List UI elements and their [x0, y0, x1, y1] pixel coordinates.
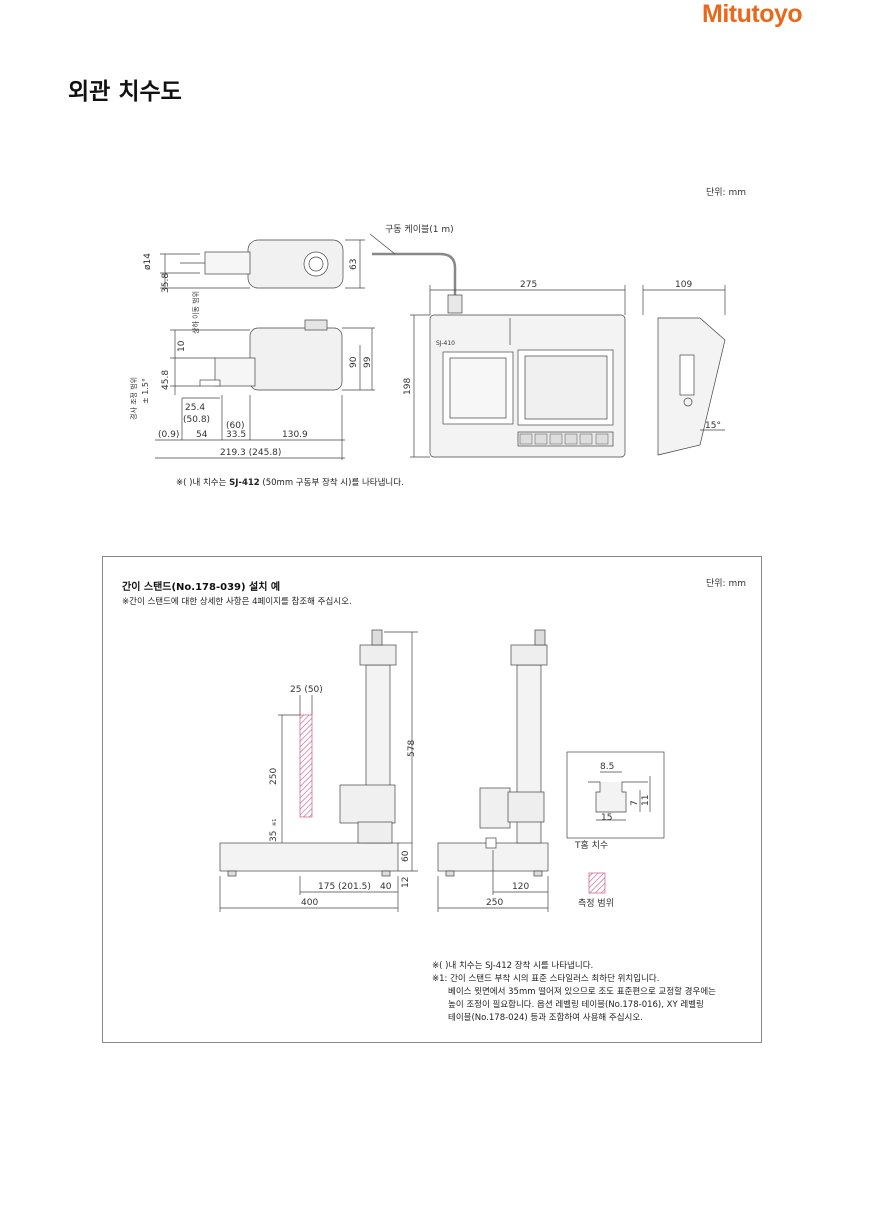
- measure-range-legend-swatch: [588, 872, 606, 894]
- dim-d25_4: 25.4: [185, 403, 205, 413]
- dim-stand-d578: 578: [407, 740, 417, 757]
- tilt-value: ± 1.5°: [141, 378, 150, 404]
- dim-d35_8: 35.8: [161, 273, 171, 293]
- dim-d45_8: 45.8: [161, 370, 171, 390]
- dim-d219_3: 219.3 (245.8): [220, 448, 281, 458]
- tslot-label: T홈 치수: [574, 839, 608, 851]
- stand-base-front: [219, 842, 399, 872]
- dim-d90: 90: [349, 356, 359, 368]
- tilt-range-label: 경사 조정 범위: [129, 377, 138, 420]
- stand-note-5: 테이블(No.178-024) 등과 조합하여 사용해 주십시오.: [448, 1013, 643, 1023]
- dim-stand-d120: 120: [512, 882, 529, 892]
- dim-d54: 54: [196, 430, 208, 440]
- dim-d33_5: 33.5: [226, 430, 246, 440]
- dim-stand-d250: 250: [269, 768, 279, 785]
- dim-d109: 109: [675, 280, 692, 290]
- dim-d0_9: (0.9): [158, 430, 179, 440]
- move-range-label: 상하 이동 범위: [191, 291, 200, 334]
- footnote-top-c: (50mm 구동부 장착 시)를 나타냅니다.: [259, 478, 404, 488]
- dim-stand-d175: 175 (201.5): [318, 882, 371, 892]
- stand-note-4: 높이 조정이 필요합니다. 옵션 레벨링 테이블(No.178-016), XY…: [448, 1000, 704, 1010]
- unit-model-label: SJ-410: [436, 340, 455, 347]
- dim-d130_9: 130.9: [282, 430, 308, 440]
- unit-label-stand: 단위: mm: [706, 579, 746, 589]
- dim-tslot-d8_5: 8.5: [600, 762, 614, 772]
- footnote-top-model: SJ-412: [229, 478, 260, 488]
- dim-stand-star1: ※1: [272, 819, 278, 826]
- stand-note-3: 베이스 윗면에서 35mm 떨어져 있으므로 조도 표준편으로 교정할 경우에는: [448, 987, 716, 997]
- dim-stand-d12: 12: [401, 877, 411, 888]
- dim-stand-d35: 35: [269, 831, 279, 842]
- dim-tslot-d15: 15: [601, 813, 612, 823]
- stand-note-2: ※1: 간이 스탠드 부착 시의 표준 스타일러스 최하단 위치입니다.: [432, 974, 660, 984]
- page-title: 외관 치수도: [68, 79, 182, 105]
- stand-box-title: 간이 스탠드(No.178-039) 설치 예: [122, 582, 281, 593]
- dim-tslot-d7: 7: [630, 800, 640, 806]
- dim-d99: 99: [363, 356, 373, 368]
- measure-range-hatch-front: [299, 714, 313, 818]
- unit-label-top: 단위: mm: [706, 188, 746, 198]
- dim-stand-d400: 400: [301, 898, 318, 908]
- tslot-box: [566, 751, 665, 839]
- measure-range-label: 측정 범위: [578, 898, 614, 909]
- stand-note-1: ※( )내 치수는 SJ-412 장착 시를 나타냅니다.: [432, 961, 594, 971]
- dimension-drawing-top: ø14 35.8 63 구동 케이블(1 m) 10 상하 이동 범위 90 9…: [129, 224, 726, 460]
- dim-stand-d40: 40: [380, 882, 392, 892]
- stand-notes: ※( )내 치수는 SJ-412 장착 시를 나타냅니다. ※1: 간이 스탠드…: [432, 960, 752, 1025]
- footnote-top: ※( )내 치수는 SJ-412 (50mm 구동부 장착 시)를 나타냅니다.: [176, 476, 404, 490]
- dim-stand-d25: 25 (50): [290, 685, 323, 695]
- dim-stand-d60: 60: [401, 850, 411, 862]
- brand-logo: Mitutoyo: [702, 0, 803, 28]
- stand-box-subtitle: ※간이 스탠드에 대한 상세한 사항은 4페이지를 참조해 주십시오.: [122, 597, 352, 607]
- dim-d198: 198: [403, 378, 413, 395]
- dim-d14: ø14: [143, 253, 153, 270]
- dim-d63: 63: [349, 259, 359, 270]
- dim-deg15: 15°: [705, 421, 721, 431]
- stand-example-box: [102, 556, 762, 1043]
- dim-stand-d250b: 250: [486, 898, 503, 908]
- footnote-top-a: ※( )내 치수는: [176, 478, 230, 488]
- dim-d50_8: (50.8): [183, 415, 210, 425]
- dim-d275: 275: [520, 280, 537, 290]
- cable-label: 구동 케이블(1 m): [385, 224, 454, 235]
- dim-d10: 10: [177, 340, 187, 352]
- dim-d60: (60): [226, 421, 244, 431]
- dim-tslot-d11: 11: [641, 795, 651, 806]
